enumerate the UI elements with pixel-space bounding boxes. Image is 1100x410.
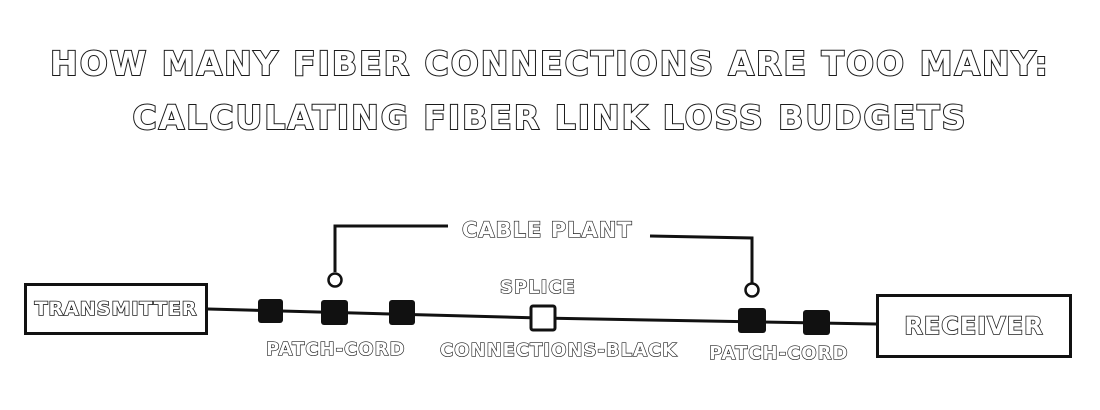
transmitter-label: TRANSMITTER	[34, 297, 198, 321]
cable-plant-bracket-right	[649, 234, 754, 283]
cable-plant-bracket-left	[333, 224, 448, 272]
title-line-1: HOW MANY FIBER CONNECTIONS ARE TOO MANY:	[49, 43, 1050, 84]
connector-3	[389, 300, 415, 325]
cable-plant-start-marker	[327, 272, 343, 288]
splice-label: SPLICE	[499, 276, 576, 298]
transmitter-box: TRANSMITTER	[24, 283, 208, 335]
patch-cord-right-label: PATCH-CORD	[708, 342, 849, 364]
receiver-box: RECEIVER	[876, 294, 1072, 358]
connector-5	[803, 310, 830, 335]
cable-plant-label: CABLE PLANT	[461, 217, 633, 242]
connector-4	[738, 308, 766, 333]
receiver-label: RECEIVER	[904, 311, 1044, 341]
cable-plant-end-marker	[744, 282, 760, 298]
connector-2	[321, 300, 348, 325]
connector-1	[258, 299, 283, 323]
splice-box	[529, 304, 557, 332]
patch-cord-left-label: PATCH-CORD	[265, 338, 406, 360]
connections-label: CONNECTIONS-BLACK	[439, 339, 678, 361]
title-line-2: CALCULATING FIBER LINK LOSS BUDGETS	[132, 97, 968, 138]
